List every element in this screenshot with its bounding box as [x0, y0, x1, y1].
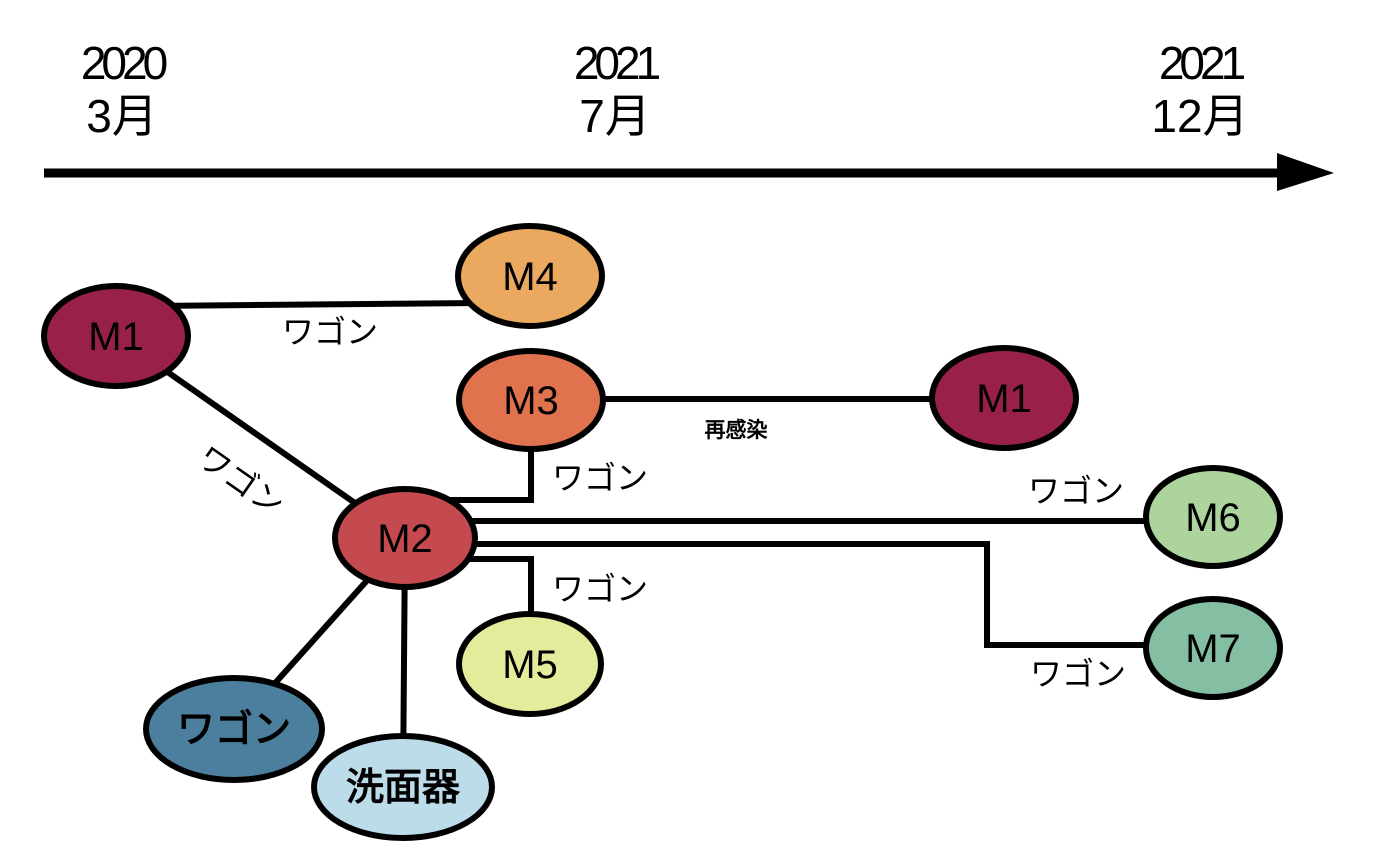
nodes: M1 M4 M3 M1 M2 M6 M5 M7 — [41, 223, 1283, 841]
node-m1-right: M1 — [929, 345, 1079, 451]
node-m2-ellipse — [332, 486, 478, 590]
tick-month-label: 12月 — [1151, 90, 1248, 142]
node-m1-left-ellipse — [41, 283, 191, 389]
node-m5-label: M5 — [502, 643, 558, 687]
node-m6-label: M6 — [1185, 496, 1241, 540]
edge-m1left-m4 — [149, 300, 481, 309]
tick-month-label: 3月 — [86, 90, 158, 142]
node-m7-label: M7 — [1185, 627, 1241, 671]
node-m1-right-ellipse — [929, 345, 1079, 451]
edge-label-reinfection: 再感染 — [705, 418, 768, 442]
node-m1-right-label: M1 — [976, 377, 1032, 421]
node-m7-ellipse — [1143, 596, 1283, 700]
timeline-tick-2: 2021 7月 — [574, 37, 665, 142]
node-m6: M6 — [1143, 465, 1283, 569]
node-m2-label: M2 — [377, 517, 433, 561]
node-m2: M2 — [332, 486, 478, 590]
timeline-tick-3: 2021 12月 — [1151, 37, 1249, 142]
node-m6-ellipse — [1143, 465, 1283, 569]
node-m5: M5 — [456, 611, 604, 717]
edge-m3-m2 — [430, 440, 534, 503]
timeline-tick-1: 2020 3月 — [81, 37, 172, 142]
node-m1-left: M1 — [41, 283, 191, 389]
node-wagon: ワゴン — [143, 675, 325, 783]
tick-year-label: 2021 — [1159, 37, 1245, 89]
timeline: 2020 3月 2021 7月 2021 12月 — [44, 37, 1334, 191]
arrow-head-icon — [1277, 153, 1334, 191]
edge-label-wagon-m2-m7: ワゴン — [1030, 656, 1126, 692]
node-m5-ellipse — [456, 611, 604, 717]
node-washbasin: 洗面器 — [311, 733, 495, 841]
node-m4: M4 — [455, 223, 605, 329]
node-m4-label: M4 — [502, 255, 558, 299]
node-m3-ellipse — [456, 348, 606, 452]
edge-m2-m7 — [430, 541, 1160, 648]
node-m3-label: M3 — [503, 379, 559, 423]
node-m1-left-label: M1 — [88, 315, 144, 359]
tick-month-label: 7月 — [579, 90, 651, 142]
node-washbasin-label: 洗面器 — [346, 767, 461, 809]
edge-label-wagon-m1-m4: ワゴン — [282, 314, 378, 350]
edge-label-wagon-m2-m6: ワゴン — [1028, 473, 1124, 509]
node-wagon-label: ワゴン — [177, 708, 291, 751]
tick-year-label: 2021 — [574, 37, 660, 89]
node-m7: M7 — [1143, 596, 1283, 700]
tick-year-label: 2020 — [81, 37, 167, 89]
edge-label-wagon-m3-m2: ワゴン — [552, 460, 648, 496]
node-m3: M3 — [456, 348, 606, 452]
edge-label-wagon-m1-m2: ワゴン — [191, 439, 290, 524]
node-washbasin-ellipse — [311, 733, 495, 841]
node-wagon-ellipse — [143, 675, 325, 783]
node-m4-ellipse — [455, 223, 605, 329]
edge-label-wagon-m2-m5: ワゴン — [552, 571, 648, 607]
